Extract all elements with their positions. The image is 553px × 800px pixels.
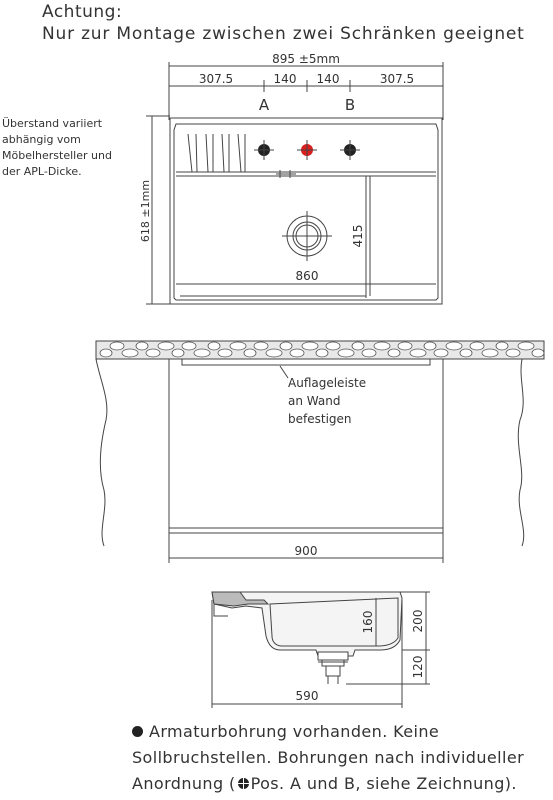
countertop-pebble bbox=[469, 341, 485, 351]
countertop-pebble bbox=[433, 348, 449, 358]
countertop-pebble bbox=[135, 341, 149, 351]
rib-4 bbox=[237, 133, 246, 173]
countertop-pebble bbox=[409, 348, 427, 358]
tap-hole-main bbox=[297, 140, 317, 160]
countertop-pebble bbox=[325, 341, 341, 351]
rib-2 bbox=[205, 133, 214, 173]
dim-segment-mid-left: 140 bbox=[274, 72, 297, 86]
footnote-line-1: Armaturbohrung vorhanden. Keine bbox=[132, 722, 439, 741]
countertop-pebble bbox=[289, 348, 305, 358]
countertop-pebble bbox=[315, 348, 329, 358]
countertop-pebble bbox=[459, 348, 473, 358]
dim-total-height: 200 bbox=[411, 610, 425, 633]
footnote-text-3a: Anordnung ( bbox=[132, 774, 236, 793]
countertop-pebble bbox=[109, 341, 125, 351]
cut-line-right bbox=[517, 358, 525, 547]
footnote-line-2: Sollbruchstellen. Bohrungen nach individ… bbox=[132, 748, 524, 767]
countertop-pebble bbox=[171, 348, 185, 358]
warning-title: Achtung: bbox=[42, 2, 123, 22]
countertop-pebble bbox=[445, 341, 463, 351]
countertop-pebble bbox=[243, 348, 257, 358]
countertop-pebble bbox=[229, 341, 247, 351]
rib-1 bbox=[187, 133, 198, 173]
countertop-pebble bbox=[157, 341, 175, 351]
filled-bullet-icon bbox=[132, 726, 143, 737]
countertop-pebble bbox=[387, 348, 401, 358]
footnote-text-3b: Pos. A und B, siehe Zeichnung). bbox=[250, 774, 517, 793]
countertop-pebble bbox=[217, 348, 233, 358]
countertop-pebble bbox=[253, 341, 269, 351]
dim-segment-mid-right: 140 bbox=[317, 72, 340, 86]
dim-overall-width: 895 ±5mm bbox=[272, 52, 340, 66]
dim-segment-right: 307.5 bbox=[380, 72, 414, 86]
sink-outline bbox=[169, 117, 443, 305]
dim-depth: 618 ±1mm bbox=[139, 180, 152, 242]
countertop-pebble bbox=[351, 341, 365, 351]
countertop-pebble bbox=[301, 341, 319, 351]
front-view bbox=[95, 340, 545, 563]
countertop-pebble bbox=[279, 341, 293, 351]
rail-label-3: befestigen bbox=[288, 412, 352, 426]
countertop-pebble bbox=[397, 341, 413, 351]
countertop-pebble bbox=[265, 348, 283, 358]
warning-text: Nur zur Montage zwischen zwei Schränken … bbox=[42, 24, 525, 44]
footnote-line-3: Anordnung ( Pos. A und B, siehe Zeichnung… bbox=[132, 774, 517, 793]
countertop-pebble bbox=[423, 341, 437, 351]
countertop-pebble bbox=[481, 348, 499, 358]
position-a-label: A bbox=[259, 96, 270, 114]
countertop-pebble bbox=[531, 348, 545, 358]
overhang-note: Überstand variiert abhängig vom Möbelher… bbox=[2, 117, 112, 178]
countertop-pebble bbox=[373, 341, 391, 351]
countertop-pebble bbox=[517, 341, 535, 351]
tap-hole-a bbox=[254, 140, 274, 160]
countertop-pebble bbox=[99, 348, 113, 358]
countertop-pebble bbox=[361, 348, 377, 358]
cut-line-left bbox=[95, 358, 108, 547]
crosshair-bullet-icon bbox=[237, 778, 249, 789]
countertop-pebble bbox=[145, 348, 161, 358]
countertop-pebble bbox=[505, 348, 521, 358]
dim-front-width: 900 bbox=[295, 544, 318, 558]
footnote-text-2: Sollbruchstellen. Bohrungen nach individ… bbox=[132, 748, 525, 767]
footnote-text-1: Armaturbohrung vorhanden. Keine bbox=[149, 722, 440, 741]
dim-segment-left: 307.5 bbox=[199, 72, 233, 86]
dim-basin-depth: 415 bbox=[351, 225, 365, 248]
dim-drain-height: 120 bbox=[411, 656, 425, 679]
countertop-pebble bbox=[121, 348, 139, 358]
countertop-pebble bbox=[193, 348, 211, 358]
drain-icon bbox=[282, 211, 332, 261]
tap-hole-b bbox=[340, 140, 360, 160]
countertop-pebble bbox=[495, 341, 509, 351]
section-view bbox=[211, 591, 430, 708]
top-view bbox=[146, 62, 444, 305]
countertop-pebble bbox=[337, 348, 355, 358]
countertop-pebble bbox=[207, 341, 221, 351]
rail-label-1: Auflageleiste bbox=[288, 376, 366, 390]
dim-section-width: 590 bbox=[296, 689, 319, 703]
dim-basin-width: 860 bbox=[296, 269, 319, 283]
rib-3 bbox=[221, 133, 230, 173]
countertop-pebble bbox=[181, 341, 197, 351]
position-b-label: B bbox=[345, 96, 355, 114]
dim-basin-height: 160 bbox=[361, 611, 375, 634]
rail-label-2: an Wand bbox=[288, 394, 340, 408]
